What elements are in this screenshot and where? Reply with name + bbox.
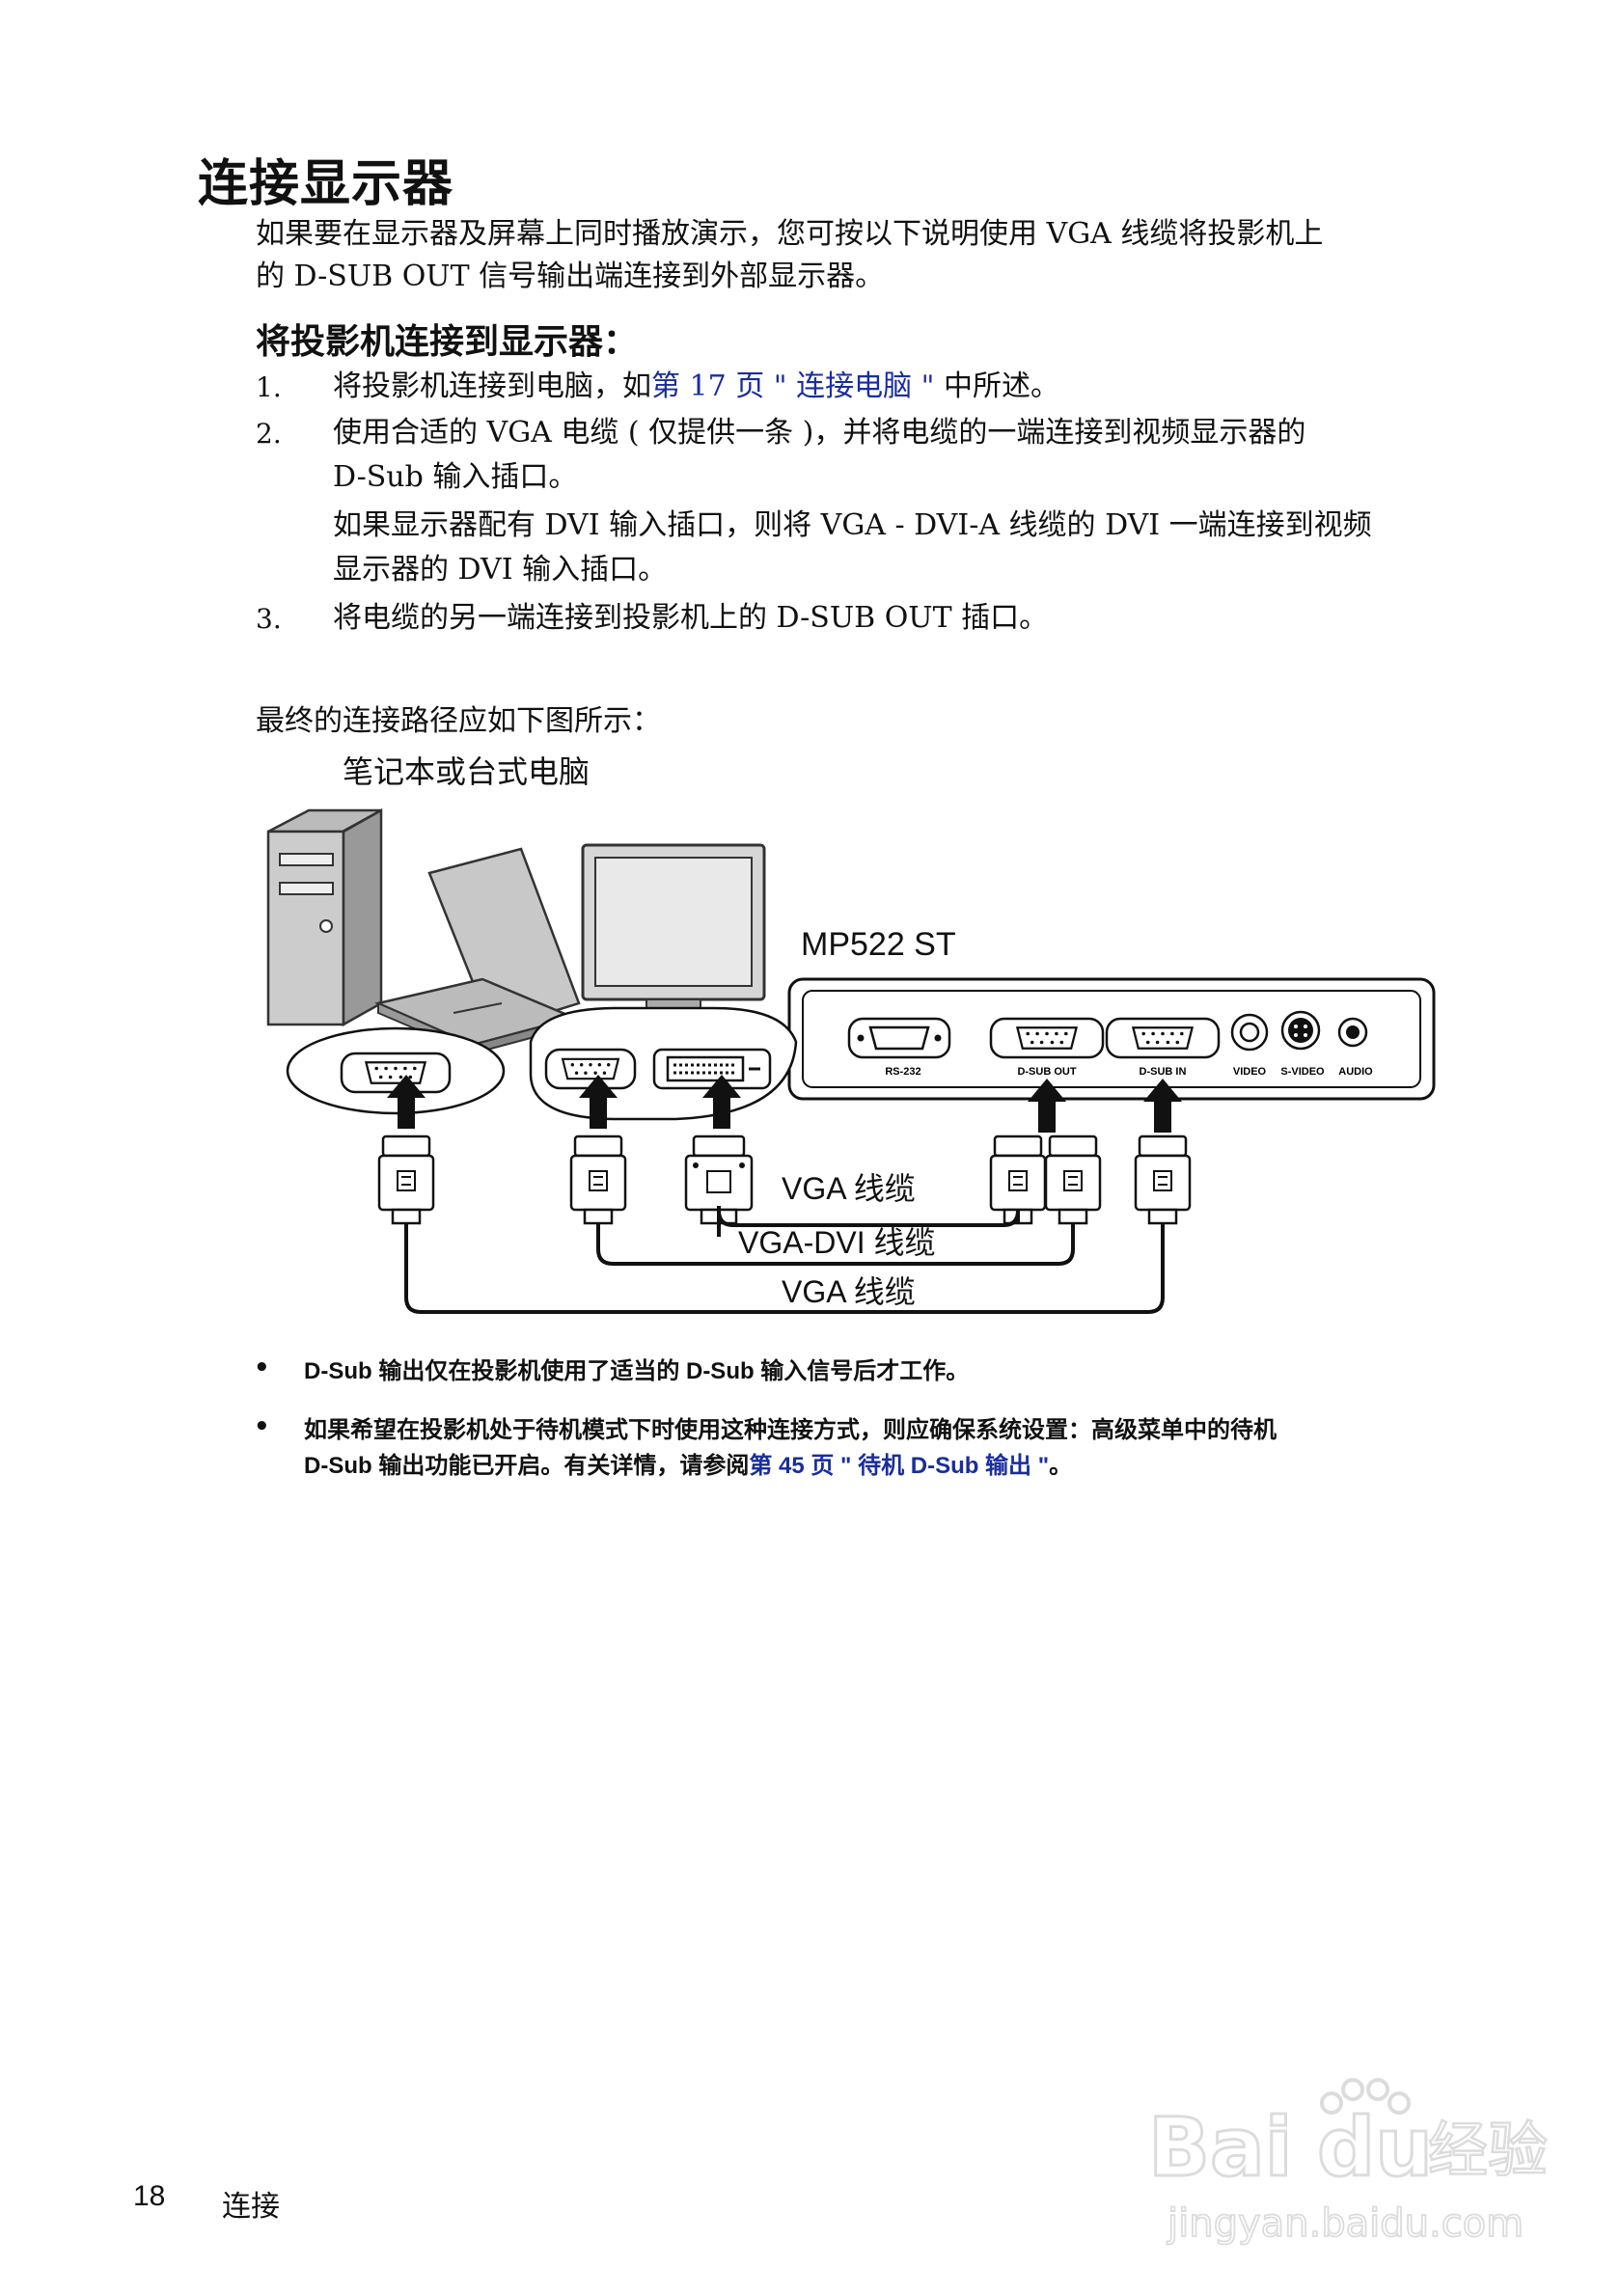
step-3-text: 将电缆的另一端连接到投影机上的 D-SUB OUT 插口。 — [333, 601, 1049, 635]
vga-plug-icon — [569, 1134, 627, 1225]
monitor-dvi-port-icon — [652, 1048, 772, 1090]
rs232-port-icon — [847, 1017, 951, 1059]
step-2-line-1: 使用合适的 VGA 电缆 ( 仅提供一条 )，并将电缆的一端连接到视频显示器的 — [333, 416, 1306, 450]
audio-port-icon — [1337, 1017, 1368, 1048]
video-label: VIDEO — [1233, 1066, 1267, 1078]
dsub-in-label: D-SUB IN — [1140, 1066, 1187, 1078]
note-1-text: D-Sub 输出仅在投影机使用了适当的 D-Sub 输入信号后才工作。 — [304, 1358, 970, 1384]
watermark-brand-du: du — [1317, 2100, 1433, 2195]
cable-1-label: VGA 线缆 — [782, 1171, 916, 1206]
rs232-label: RS-232 — [885, 1066, 920, 1078]
vga-plug-icon — [1044, 1134, 1102, 1225]
monitor-inputs-callout — [529, 1006, 798, 1121]
step-1-link[interactable]: 第 17 页 " 连接电脑 " — [651, 369, 935, 403]
cables-rendered — [404, 1210, 1165, 1314]
step-2-line-2: D-Sub 输入插口。 — [333, 460, 578, 494]
note-2-before: D-Sub 输出功能已开启。有关详情，请参阅 — [304, 1453, 750, 1479]
projector-label: MP522 ST — [801, 926, 956, 963]
watermark-brand: Bai — [1148, 2100, 1293, 2195]
cable-2-label: VGA-DVI 线缆 — [738, 1225, 935, 1260]
monitor-icon — [581, 843, 766, 1030]
note-bullet: • — [254, 1412, 270, 1441]
step-number: 1. — [256, 371, 282, 403]
dsub-out-port-icon — [989, 1017, 1105, 1059]
note-bullet: • — [254, 1353, 270, 1382]
baidu-watermark: Bai du 经验 jingyan.baidu.com — [1147, 2078, 1549, 2247]
computer-vga-callout — [286, 1026, 506, 1115]
connection-diagram: 笔记本或台式电脑 MP522 ST — [266, 754, 1436, 1314]
cable-1-path — [717, 1210, 1020, 1227]
result-text: 最终的连接路径应如下图所示： — [256, 704, 661, 738]
step-number: 2. — [256, 418, 282, 450]
projector-panel: RS-232 D-SUB OUT D-SUB IN VIDEO S-VIDEO … — [787, 977, 1436, 1101]
cable-3-path — [404, 1223, 1165, 1314]
page-number: 18 — [133, 2180, 166, 2212]
step-1-before: 将投影机连接到电脑，如 — [333, 369, 651, 403]
step-2-sub-line-2: 显示器的 DVI 输入插口。 — [333, 553, 668, 587]
computer-label: 笔记本或台式电脑 — [343, 754, 590, 789]
step-2-sub-line-1: 如果显示器配有 DVI 输入插口，则将 VGA - DVI-A 线缆的 DVI … — [333, 508, 1372, 542]
watermark-url: jingyan.baidu.com — [1167, 2201, 1524, 2246]
section-name: 连接 — [222, 2190, 280, 2224]
page-title: 连接显示器 — [198, 155, 454, 213]
vga-plug-icon — [1134, 1134, 1192, 1225]
intro-line-1: 如果要在显示器及屏幕上同时播放演示，您可按以下说明使用 VGA 线缆将投影机上 — [256, 217, 1324, 251]
section-subheading: 将投影机连接到显示器： — [256, 322, 639, 362]
step-1-after: 中所述。 — [934, 369, 1059, 403]
note-2-after: 。 — [1049, 1453, 1073, 1479]
cable-2-path — [596, 1223, 1075, 1266]
note-2-line-1: 如果希望在投影机处于待机模式下时使用这种连接方式，则应确保系统设置：高级菜单中的… — [304, 1417, 1277, 1443]
monitor-vga-port-icon — [544, 1048, 637, 1090]
svideo-port-icon — [1280, 1010, 1321, 1051]
intro-line-2: 的 D-SUB OUT 信号输出端连接到外部显示器。 — [256, 260, 885, 293]
video-port-icon — [1230, 1013, 1269, 1052]
watermark-product: 经验 — [1428, 2115, 1548, 2185]
desktop-tower-icon — [266, 807, 383, 1027]
dsub-in-port-icon — [1105, 1017, 1221, 1059]
step-1-text: 将投影机连接到电脑，如第 17 页 " 连接电脑 " 中所述。 — [333, 365, 1491, 409]
paw-icon — [1320, 2078, 1411, 2115]
note-2-line-2: D-Sub 输出功能已开启。有关详情，请参阅第 45 页 " 待机 D-Sub … — [304, 1448, 1500, 1484]
dvi-plug-icon — [684, 1134, 754, 1225]
audio-label: AUDIO — [1338, 1066, 1373, 1078]
vga-plug-icon — [989, 1134, 1047, 1225]
step-number: 3. — [256, 603, 282, 635]
vga-plug-icon — [377, 1134, 435, 1225]
svideo-label: S-VIDEO — [1280, 1066, 1325, 1078]
cable-3-label: VGA 线缆 — [782, 1274, 916, 1309]
dsub-out-label: D-SUB OUT — [1017, 1066, 1076, 1078]
note-2-link[interactable]: 第 45 页 " 待机 D-Sub 输出 " — [749, 1453, 1050, 1479]
